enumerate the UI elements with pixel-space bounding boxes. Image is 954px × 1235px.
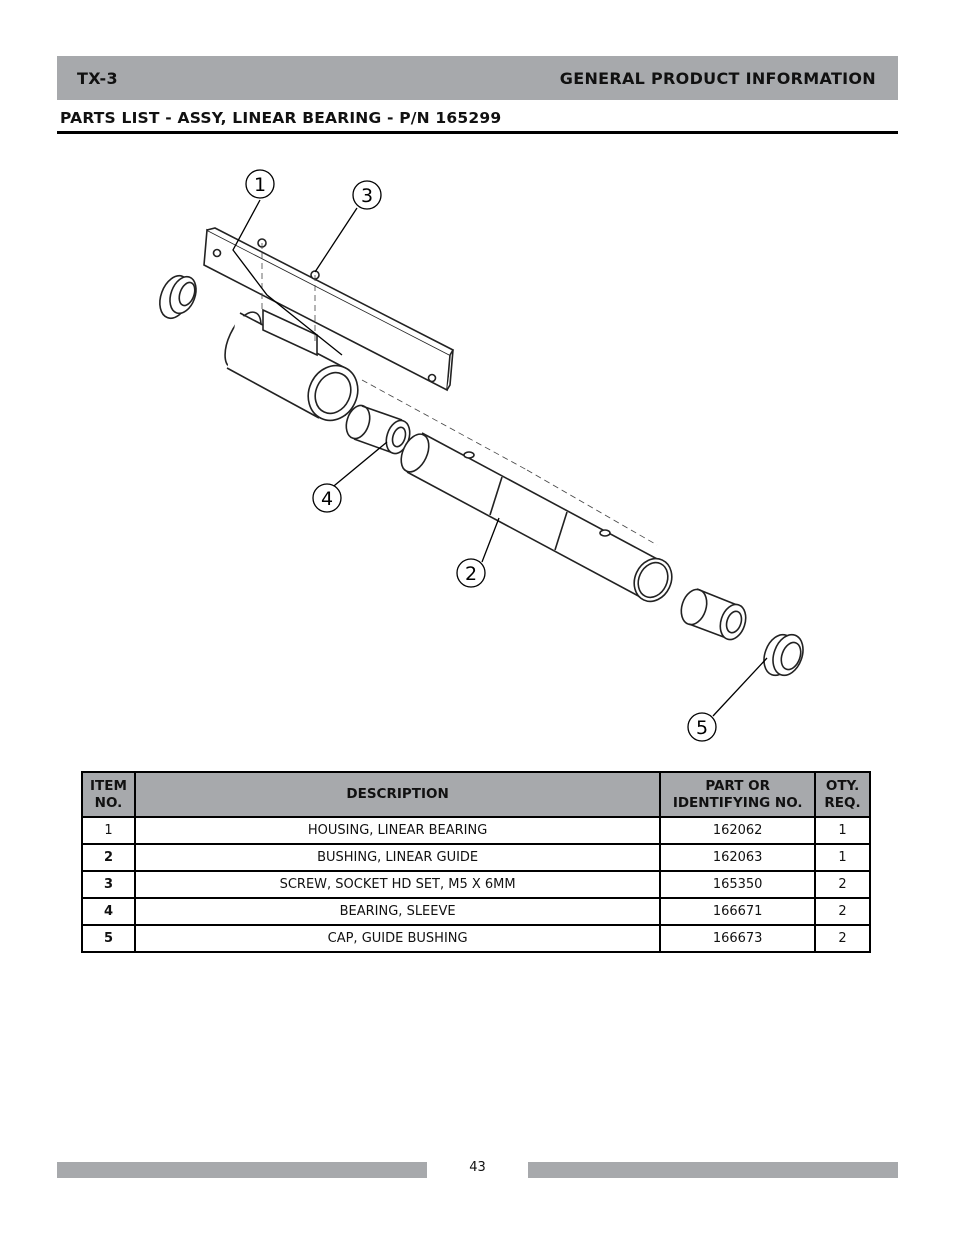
part-no: 166671 bbox=[659, 897, 817, 926]
page-title: PARTS LIST - ASSY, LINEAR BEARING - P/N … bbox=[57, 108, 898, 134]
callout-2: 2 bbox=[465, 563, 477, 585]
page-number: 43 bbox=[469, 1160, 486, 1175]
description: BEARING, SLEEVE bbox=[133, 897, 662, 926]
footer-bar-right bbox=[528, 1162, 898, 1178]
housing-body bbox=[224, 308, 359, 422]
qty: 2 bbox=[814, 924, 871, 953]
callout-4: 4 bbox=[321, 488, 333, 510]
qty: 1 bbox=[814, 843, 871, 872]
table-header-row: ITEM NO. DESCRIPTION PART OR IDENTIFYING… bbox=[81, 771, 871, 818]
item-no: 4 bbox=[81, 897, 136, 926]
callout-3: 3 bbox=[361, 185, 373, 207]
col-header-qty: OTY. REQ. bbox=[814, 771, 871, 818]
description: HOUSING, LINEAR BEARING bbox=[133, 816, 662, 845]
qty: 2 bbox=[814, 897, 871, 926]
part-no: 166673 bbox=[659, 924, 817, 953]
col-header-part: PART OR IDENTIFYING NO. bbox=[659, 771, 817, 818]
item-no: 1 bbox=[81, 816, 136, 845]
section-label: GENERAL PRODUCT INFORMATION bbox=[559, 68, 876, 88]
sleeve-bearing-upper bbox=[345, 404, 411, 455]
qty: 2 bbox=[814, 870, 871, 899]
page-title-text: PARTS LIST - ASSY, LINEAR BEARING - P/N … bbox=[60, 109, 502, 127]
parts-table: ITEM NO. DESCRIPTION PART OR IDENTIFYING… bbox=[81, 771, 871, 953]
description: BUSHING, LINEAR GUIDE bbox=[133, 843, 662, 872]
cap-right bbox=[763, 633, 804, 677]
callout-5: 5 bbox=[696, 717, 708, 739]
item-no: 3 bbox=[81, 870, 136, 899]
col-header-item: ITEM NO. bbox=[81, 771, 136, 818]
part-no: 162062 bbox=[659, 816, 817, 845]
table-row: 5 CAP, GUIDE BUSHING 166673 2 bbox=[81, 924, 871, 953]
part-no: 162063 bbox=[659, 843, 817, 872]
qty: 1 bbox=[814, 816, 871, 845]
description: SCREW, SOCKET HD SET, M5 X 6MM bbox=[133, 870, 662, 899]
col-header-description: DESCRIPTION bbox=[133, 771, 662, 818]
exploded-view-diagram: 1 3 4 2 5 bbox=[57, 150, 898, 750]
item-no: 2 bbox=[81, 843, 136, 872]
table-row: 3 SCREW, SOCKET HD SET, M5 X 6MM 165350 … bbox=[81, 870, 871, 899]
guide-bushing bbox=[400, 432, 673, 603]
footer-bar-left bbox=[57, 1162, 427, 1178]
model-label: TX-3 bbox=[77, 68, 118, 88]
exploded-view-svg: 1 3 4 2 5 bbox=[159, 169, 804, 742]
description: CAP, GUIDE BUSHING bbox=[133, 924, 662, 953]
cap-left bbox=[159, 274, 197, 320]
header-bar: TX-3 GENERAL PRODUCT INFORMATION bbox=[57, 56, 898, 100]
item-no: 5 bbox=[81, 924, 136, 953]
table-row: 1 HOUSING, LINEAR BEARING 162062 1 bbox=[81, 816, 871, 845]
part-no: 165350 bbox=[659, 870, 817, 899]
sleeve-bearing-lower bbox=[680, 588, 747, 641]
table-row: 2 BUSHING, LINEAR GUIDE 162063 1 bbox=[81, 843, 871, 872]
callout-1: 1 bbox=[254, 174, 266, 196]
housing-flange bbox=[203, 227, 455, 392]
table-row: 4 BEARING, SLEEVE 166671 2 bbox=[81, 897, 871, 926]
